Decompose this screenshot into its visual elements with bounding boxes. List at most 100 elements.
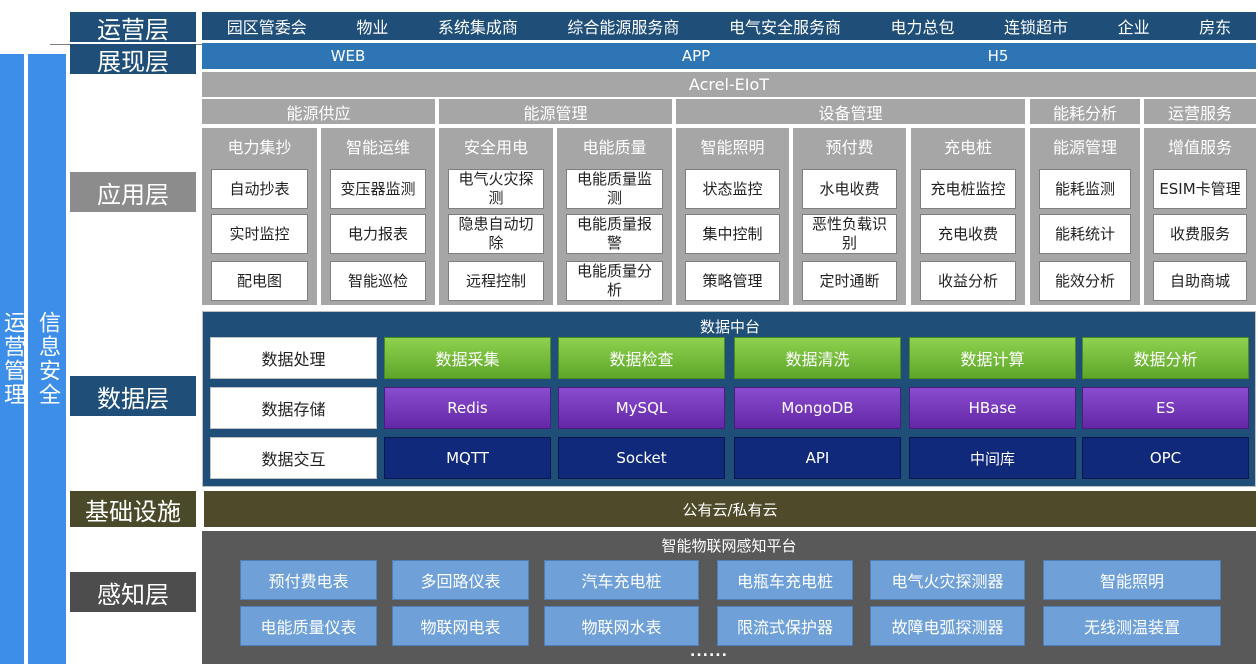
data-cell: 数据分析 [1082,337,1249,379]
platform-bar: Acrel-EIoT [202,72,1256,97]
presentation-h5: H5 [987,47,1009,65]
layer-label-infrastructure: 基础设施 [70,491,196,527]
module-item: 实时监控 [211,214,308,254]
data-center-title: 数据中台 [699,317,760,336]
module-item: ESIM卡管理 [1153,169,1247,209]
module-column: 安全用电电气火灾探测隐患自动切除远程控制 [439,128,553,305]
module-item: 能效分析 [1039,261,1131,301]
data-cell: MySQL [558,387,725,429]
device-box: 电气火灾探测器 [870,560,1025,600]
module-column: 智能运维变压器监测电力报表智能巡检 [321,128,435,305]
data-row-label: 数据存储 [210,387,377,429]
data-cell: HBase [909,387,1076,429]
module-column: 电力集抄自动抄表实时监控配电图 [202,128,317,305]
data-cell: Redis [384,387,551,429]
layer-label-operation: 运营层 [70,12,196,44]
module-item: 配电图 [211,261,308,301]
module-item: 充电收费 [920,214,1016,254]
category-operation-service: 运营服务 [1144,99,1256,124]
more-indicator: ...... [690,644,728,660]
presentation-app: APP [681,47,711,65]
module-title: 预付费 [825,138,874,157]
module-column: 充电桩充电桩监控充电收费收益分析 [911,128,1025,305]
operation-item: 电力总包 [890,18,955,37]
module-item: 电力报表 [330,214,426,254]
module-item: 收益分析 [920,261,1016,301]
data-row-label: 数据处理 [210,337,377,379]
module-title: 电力集抄 [227,138,292,157]
module-item: 智能巡检 [330,261,426,301]
operation-item: 园区管委会 [226,18,307,37]
module-title: 电能质量 [582,138,647,157]
layer-label-presentation: 展现层 [70,44,196,76]
info-security-bar: 信息安全 [28,54,66,664]
module-title: 智能照明 [700,138,765,157]
module-column: 预付费水电收费恶性负载识别定时通断 [793,128,906,305]
module-item: 自助商城 [1153,261,1247,301]
operation-item: 系统集成商 [437,18,518,37]
operation-item: 企业 [1117,18,1150,37]
module-title: 智能运维 [345,138,410,157]
module-title: 增值服务 [1167,138,1232,157]
module-item: 状态监控 [685,169,780,209]
module-title: 能源管理 [1052,138,1117,157]
perception-title: 智能物联网感知平台 [661,536,797,555]
module-item: 水电收费 [802,169,897,209]
operation-item: 电气安全服务商 [728,18,841,37]
category-energy-supply: 能源供应 [202,99,435,124]
operation-item: 连锁超市 [1004,18,1069,37]
module-column: 电能质量电能质量监测电能质量报警电能质量分析 [557,128,672,305]
data-cell: OPC [1082,437,1249,479]
operation-item: 物业 [356,18,389,37]
data-cell: 数据清洗 [734,337,901,379]
operation-item: 房东 [1199,18,1232,37]
module-item: 电能质量分析 [566,261,663,301]
category-energy-management: 能源管理 [439,99,672,124]
data-row-label: 数据交互 [210,437,377,479]
data-cell: 数据计算 [909,337,1076,379]
device-box: 电能质量仪表 [240,606,377,646]
module-title: 充电桩 [943,138,992,157]
data-cell: 中间库 [909,437,1076,479]
module-title: 安全用电 [463,138,528,157]
device-box: 多回路仪表 [392,560,529,600]
module-item: 能耗统计 [1039,214,1131,254]
device-box: 汽车充电桩 [544,560,699,600]
module-item: 集中控制 [685,214,780,254]
operation-bar: 园区管委会 物业 系统集成商 综合能源服务商 电气安全服务商 电力总包 连锁超市 企业 房东 [202,12,1256,40]
device-box: 物联网水表 [544,606,699,646]
module-item: 电气火灾探测 [448,169,544,209]
category-equipment-management: 设备管理 [676,99,1025,124]
presentation-bar: WEB APP H5 [202,43,1256,69]
device-box: 物联网电表 [392,606,529,646]
device-box: 电瓶车充电桩 [717,560,853,600]
device-box: 故障电弧探测器 [870,606,1025,646]
device-box: 智能照明 [1043,560,1221,600]
device-box: 无线测温装置 [1043,606,1221,646]
layer-label-perception: 感知层 [70,572,196,612]
data-cell: ES [1082,387,1249,429]
module-item: 变压器监测 [330,169,426,209]
data-cell: MQTT [384,437,551,479]
data-cell: MongoDB [734,387,901,429]
ops-management-bar: 运营管理 [0,54,25,664]
category-consumption-analysis: 能耗分析 [1030,99,1140,124]
module-item: 恶性负载识别 [802,214,897,254]
module-item: 隐患自动切除 [448,214,544,254]
data-center-panel: 数据中台 [202,311,1256,487]
operation-item: 综合能源服务商 [567,18,680,37]
cloud-bar: 公有云/私有云 [204,491,1256,527]
module-item: 收费服务 [1153,214,1247,254]
device-box: 限流式保护器 [717,606,853,646]
module-item: 远程控制 [448,261,544,301]
data-cell: 数据采集 [384,337,551,379]
data-cell: Socket [558,437,725,479]
module-item: 电能质量监测 [566,169,663,209]
presentation-web: WEB [330,47,366,65]
layer-label-application: 应用层 [70,172,196,212]
data-cell: 数据检查 [558,337,725,379]
module-item: 电能质量报警 [566,214,663,254]
data-cell: API [734,437,901,479]
layer-label-data: 数据层 [70,376,196,416]
module-item: 自动抄表 [211,169,308,209]
